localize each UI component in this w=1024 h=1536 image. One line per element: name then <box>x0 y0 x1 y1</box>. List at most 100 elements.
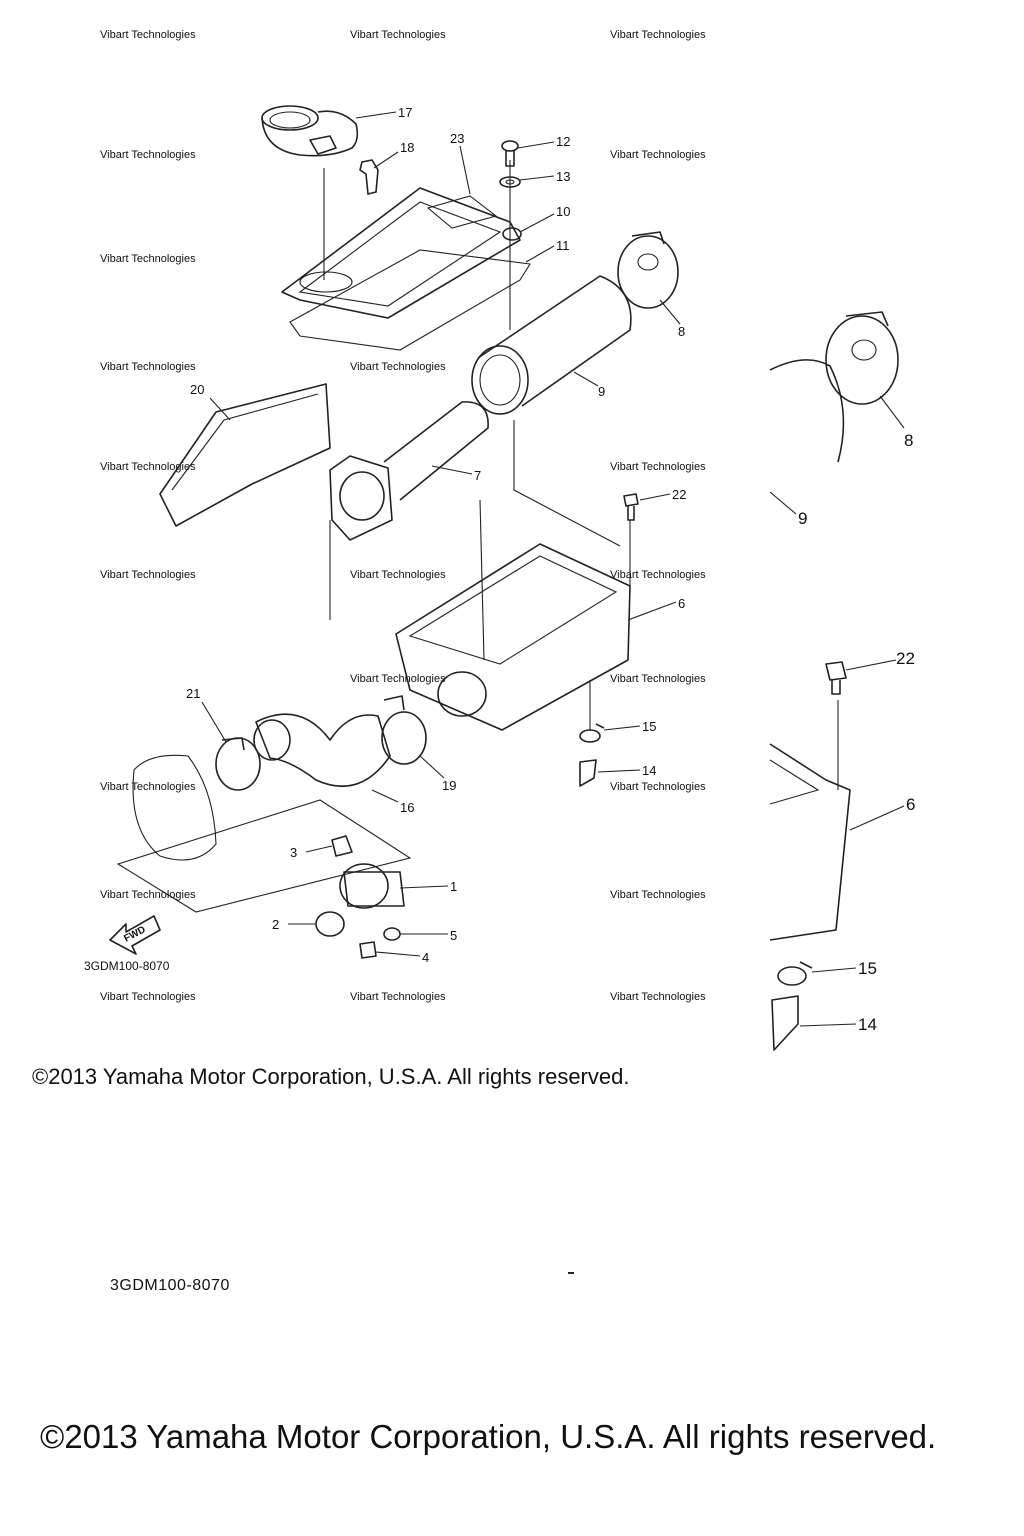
detail-inset: 8 9 22 6 15 14 <box>769 311 915 1051</box>
svg-text:Vibart Technologies: Vibart Technologies <box>350 991 446 1003</box>
stray-mark <box>568 1272 574 1274</box>
callout-22: 22 <box>639 487 686 502</box>
watermark: Vibart Technologies <box>100 149 196 161</box>
svg-text:3: 3 <box>290 845 297 860</box>
svg-text:8: 8 <box>678 324 685 339</box>
callout-16: 16 <box>371 789 414 815</box>
svg-text:6: 6 <box>678 596 685 611</box>
svg-text:22: 22 <box>896 649 915 668</box>
callout-18: 18 <box>373 140 414 169</box>
watermark: Vibart Technologies <box>100 569 196 581</box>
part-16-boot <box>253 713 391 788</box>
detail-part-6-case: 6 <box>769 700 915 941</box>
part-10-grommet <box>502 227 522 241</box>
svg-text:Vibart Technologies: Vibart Technologies <box>610 991 706 1003</box>
part-7-guide <box>329 401 489 541</box>
part-3-bolt <box>331 835 353 857</box>
watermark: Vibart Technologies <box>610 149 706 161</box>
detail-part-14-drain-cap: 14 <box>771 995 877 1051</box>
part-23-cover <box>281 187 521 319</box>
svg-text:Vibart Technologies: Vibart Technologies <box>350 29 446 41</box>
callout-8: 8 <box>659 299 685 339</box>
callout-20: 20 <box>190 382 231 421</box>
callouts-main: 17 18 23 12 13 10 11 8 9 20 7 22 6 15 14… <box>186 105 686 965</box>
part-5-washer <box>383 927 401 941</box>
svg-text:4: 4 <box>422 950 429 965</box>
part-22-bolt <box>623 493 639 521</box>
svg-text:13: 13 <box>556 169 570 184</box>
watermark: Vibart Technologies <box>610 889 706 901</box>
callout-4: 4 <box>375 950 429 965</box>
svg-text:Vibart Technologies: Vibart Technologies <box>100 29 196 41</box>
watermark: Vibart Technologies <box>350 673 446 685</box>
diagram-code-large: 3GDM100-8070 <box>110 1277 230 1294</box>
part-8-cap <box>617 231 679 309</box>
svg-text:1: 1 <box>450 879 457 894</box>
svg-text:16: 16 <box>400 800 414 815</box>
watermark: Vibart Technologies <box>100 991 196 1003</box>
svg-text:Vibart Technologies: Vibart Technologies <box>610 149 706 161</box>
callout-12: 12 <box>517 134 570 149</box>
svg-text:15: 15 <box>642 719 656 734</box>
svg-text:Vibart Technologies: Vibart Technologies <box>100 361 196 373</box>
callout-3: 3 <box>290 845 333 860</box>
svg-text:9: 9 <box>798 509 807 528</box>
svg-text:2: 2 <box>272 917 279 932</box>
watermark: Vibart Technologies <box>610 29 706 41</box>
detail-part-8-cap: 8 <box>825 311 913 450</box>
svg-text:Vibart Technologies: Vibart Technologies <box>610 461 706 473</box>
fwd-arrow: FWD <box>109 915 161 955</box>
svg-text:14: 14 <box>858 1015 877 1034</box>
svg-text:18: 18 <box>400 140 414 155</box>
callout-17: 17 <box>355 105 412 120</box>
callout-6: 6 <box>627 596 685 621</box>
watermark: Vibart Technologies <box>100 889 196 901</box>
watermark: Vibart Technologies <box>610 569 706 581</box>
callout-7: 7 <box>431 465 481 483</box>
svg-text:Vibart Technologies: Vibart Technologies <box>100 461 196 473</box>
svg-text:Vibart Technologies: Vibart Technologies <box>610 781 706 793</box>
svg-text:20: 20 <box>190 382 204 397</box>
part-4-nut <box>359 941 377 959</box>
svg-text:7: 7 <box>474 468 481 483</box>
watermark: Vibart Technologies <box>100 29 196 41</box>
watermark: Vibart Technologies <box>100 781 196 793</box>
svg-text:Vibart Technologies: Vibart Technologies <box>100 569 196 581</box>
part-1-joint <box>339 863 405 909</box>
callout-14: 14 <box>597 763 656 778</box>
callout-5: 5 <box>400 928 457 943</box>
callout-21: 21 <box>186 686 227 743</box>
svg-text:10: 10 <box>556 204 570 219</box>
part-21-clamp <box>215 737 261 791</box>
callout-10: 10 <box>519 204 570 233</box>
svg-text:Vibart Technologies: Vibart Technologies <box>100 253 196 265</box>
svg-text:19: 19 <box>442 778 456 793</box>
part-11-gasket <box>289 249 531 351</box>
svg-text:21: 21 <box>186 686 200 701</box>
svg-text:12: 12 <box>556 134 570 149</box>
copyright-notice-large: ©2013 Yamaha Motor Corporation, U.S.A. A… <box>40 1418 937 1455</box>
svg-text:Vibart Technologies: Vibart Technologies <box>350 569 446 581</box>
part-19-clamp <box>381 695 427 765</box>
svg-text:17: 17 <box>398 105 412 120</box>
svg-text:Vibart Technologies: Vibart Technologies <box>100 991 196 1003</box>
callout-13: 13 <box>519 169 570 184</box>
svg-text:14: 14 <box>642 763 656 778</box>
watermark: Vibart Technologies <box>610 991 706 1003</box>
assembly-bracket <box>116 799 412 913</box>
part-14-drain-cap <box>579 759 597 787</box>
watermark: Vibart Technologies <box>100 361 196 373</box>
watermark: Vibart Technologies <box>350 29 446 41</box>
part-9-filter <box>471 275 632 415</box>
watermark: Vibart Technologies <box>350 361 446 373</box>
svg-text:Vibart Technologies: Vibart Technologies <box>350 673 446 685</box>
svg-text:11: 11 <box>556 238 570 253</box>
watermark: Vibart Technologies <box>350 569 446 581</box>
alignment-lines <box>323 160 631 730</box>
diagram-code: 3GDM100-8070 <box>84 959 170 973</box>
detail-part-15-clamp: 15 <box>777 959 877 986</box>
part-6-case <box>395 543 631 731</box>
part-17-elbow-duct <box>261 105 359 157</box>
svg-text:Vibart Technologies: Vibart Technologies <box>610 569 706 581</box>
svg-text:5: 5 <box>450 928 457 943</box>
